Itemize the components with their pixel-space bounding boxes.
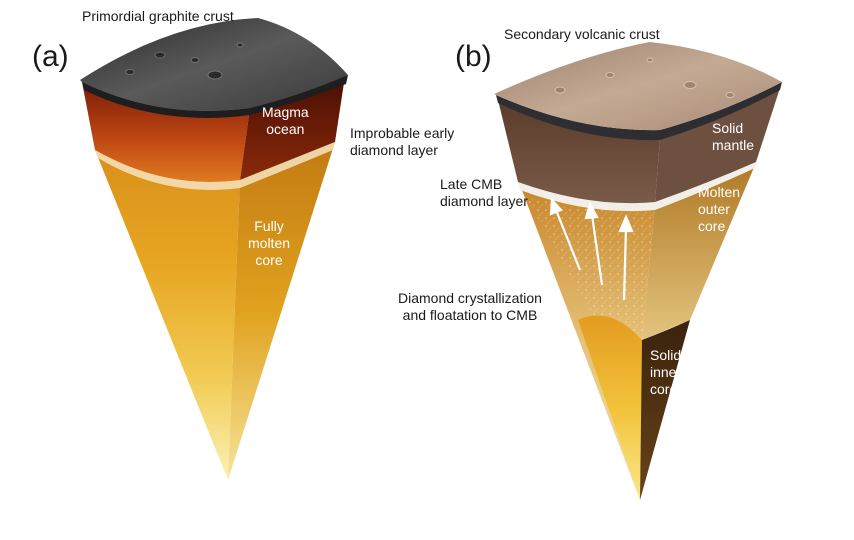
inner-core-side xyxy=(640,320,690,500)
outer-core-side xyxy=(642,165,755,340)
early-diamond-label: Improbable early diamond layer xyxy=(350,125,455,158)
solid-mantle-label: Solid mantle xyxy=(712,120,755,153)
volcanic-crust-rim xyxy=(496,82,782,141)
magma-ocean-label: Magma ocean xyxy=(262,104,309,137)
crater xyxy=(207,70,223,80)
cone-b xyxy=(494,42,782,500)
crater xyxy=(605,72,615,78)
crater xyxy=(236,42,244,48)
upward-arrow-icon xyxy=(549,197,582,271)
molten-core-side xyxy=(228,142,335,480)
crater xyxy=(125,69,135,75)
crater xyxy=(683,81,697,89)
crater xyxy=(190,57,200,63)
crater xyxy=(154,51,166,59)
late-cmb-label: Late CMB diamond layer xyxy=(440,176,528,209)
solid-mantle-side xyxy=(655,88,780,202)
diamond-crystallization-label: Diamond crystallization and floatation t… xyxy=(398,290,542,323)
volcanic-crust-top xyxy=(494,42,782,131)
panel-b-letter: (b) xyxy=(455,40,492,73)
primordial-crust-label: Primordial graphite crust xyxy=(82,8,234,24)
upward-arrow-icon xyxy=(584,201,604,286)
crater xyxy=(646,57,654,63)
solid-inner-core-label: Solid inner core xyxy=(650,347,682,397)
molten-core-front xyxy=(95,150,240,480)
secondary-crust-label: Secondary volcanic crust xyxy=(504,26,660,42)
panel-a-letter: (a) xyxy=(32,40,69,73)
crater xyxy=(554,86,566,94)
magma-ocean-front xyxy=(82,82,250,182)
magma-ocean-side xyxy=(240,76,345,180)
cmb-diamond-layer xyxy=(518,162,756,212)
graphite-crust-top xyxy=(80,18,348,111)
graphite-crust-rim xyxy=(82,75,348,118)
cone-a xyxy=(80,18,348,480)
fully-molten-core-label: Fully molten core xyxy=(248,218,291,268)
upward-arrow-icon xyxy=(618,214,634,301)
inner-core-front xyxy=(578,315,642,500)
molten-outer-core-label: Molten outer core xyxy=(698,184,741,234)
crater xyxy=(725,92,735,98)
solid-mantle-front xyxy=(498,100,660,204)
early-diamond-band xyxy=(95,142,335,190)
